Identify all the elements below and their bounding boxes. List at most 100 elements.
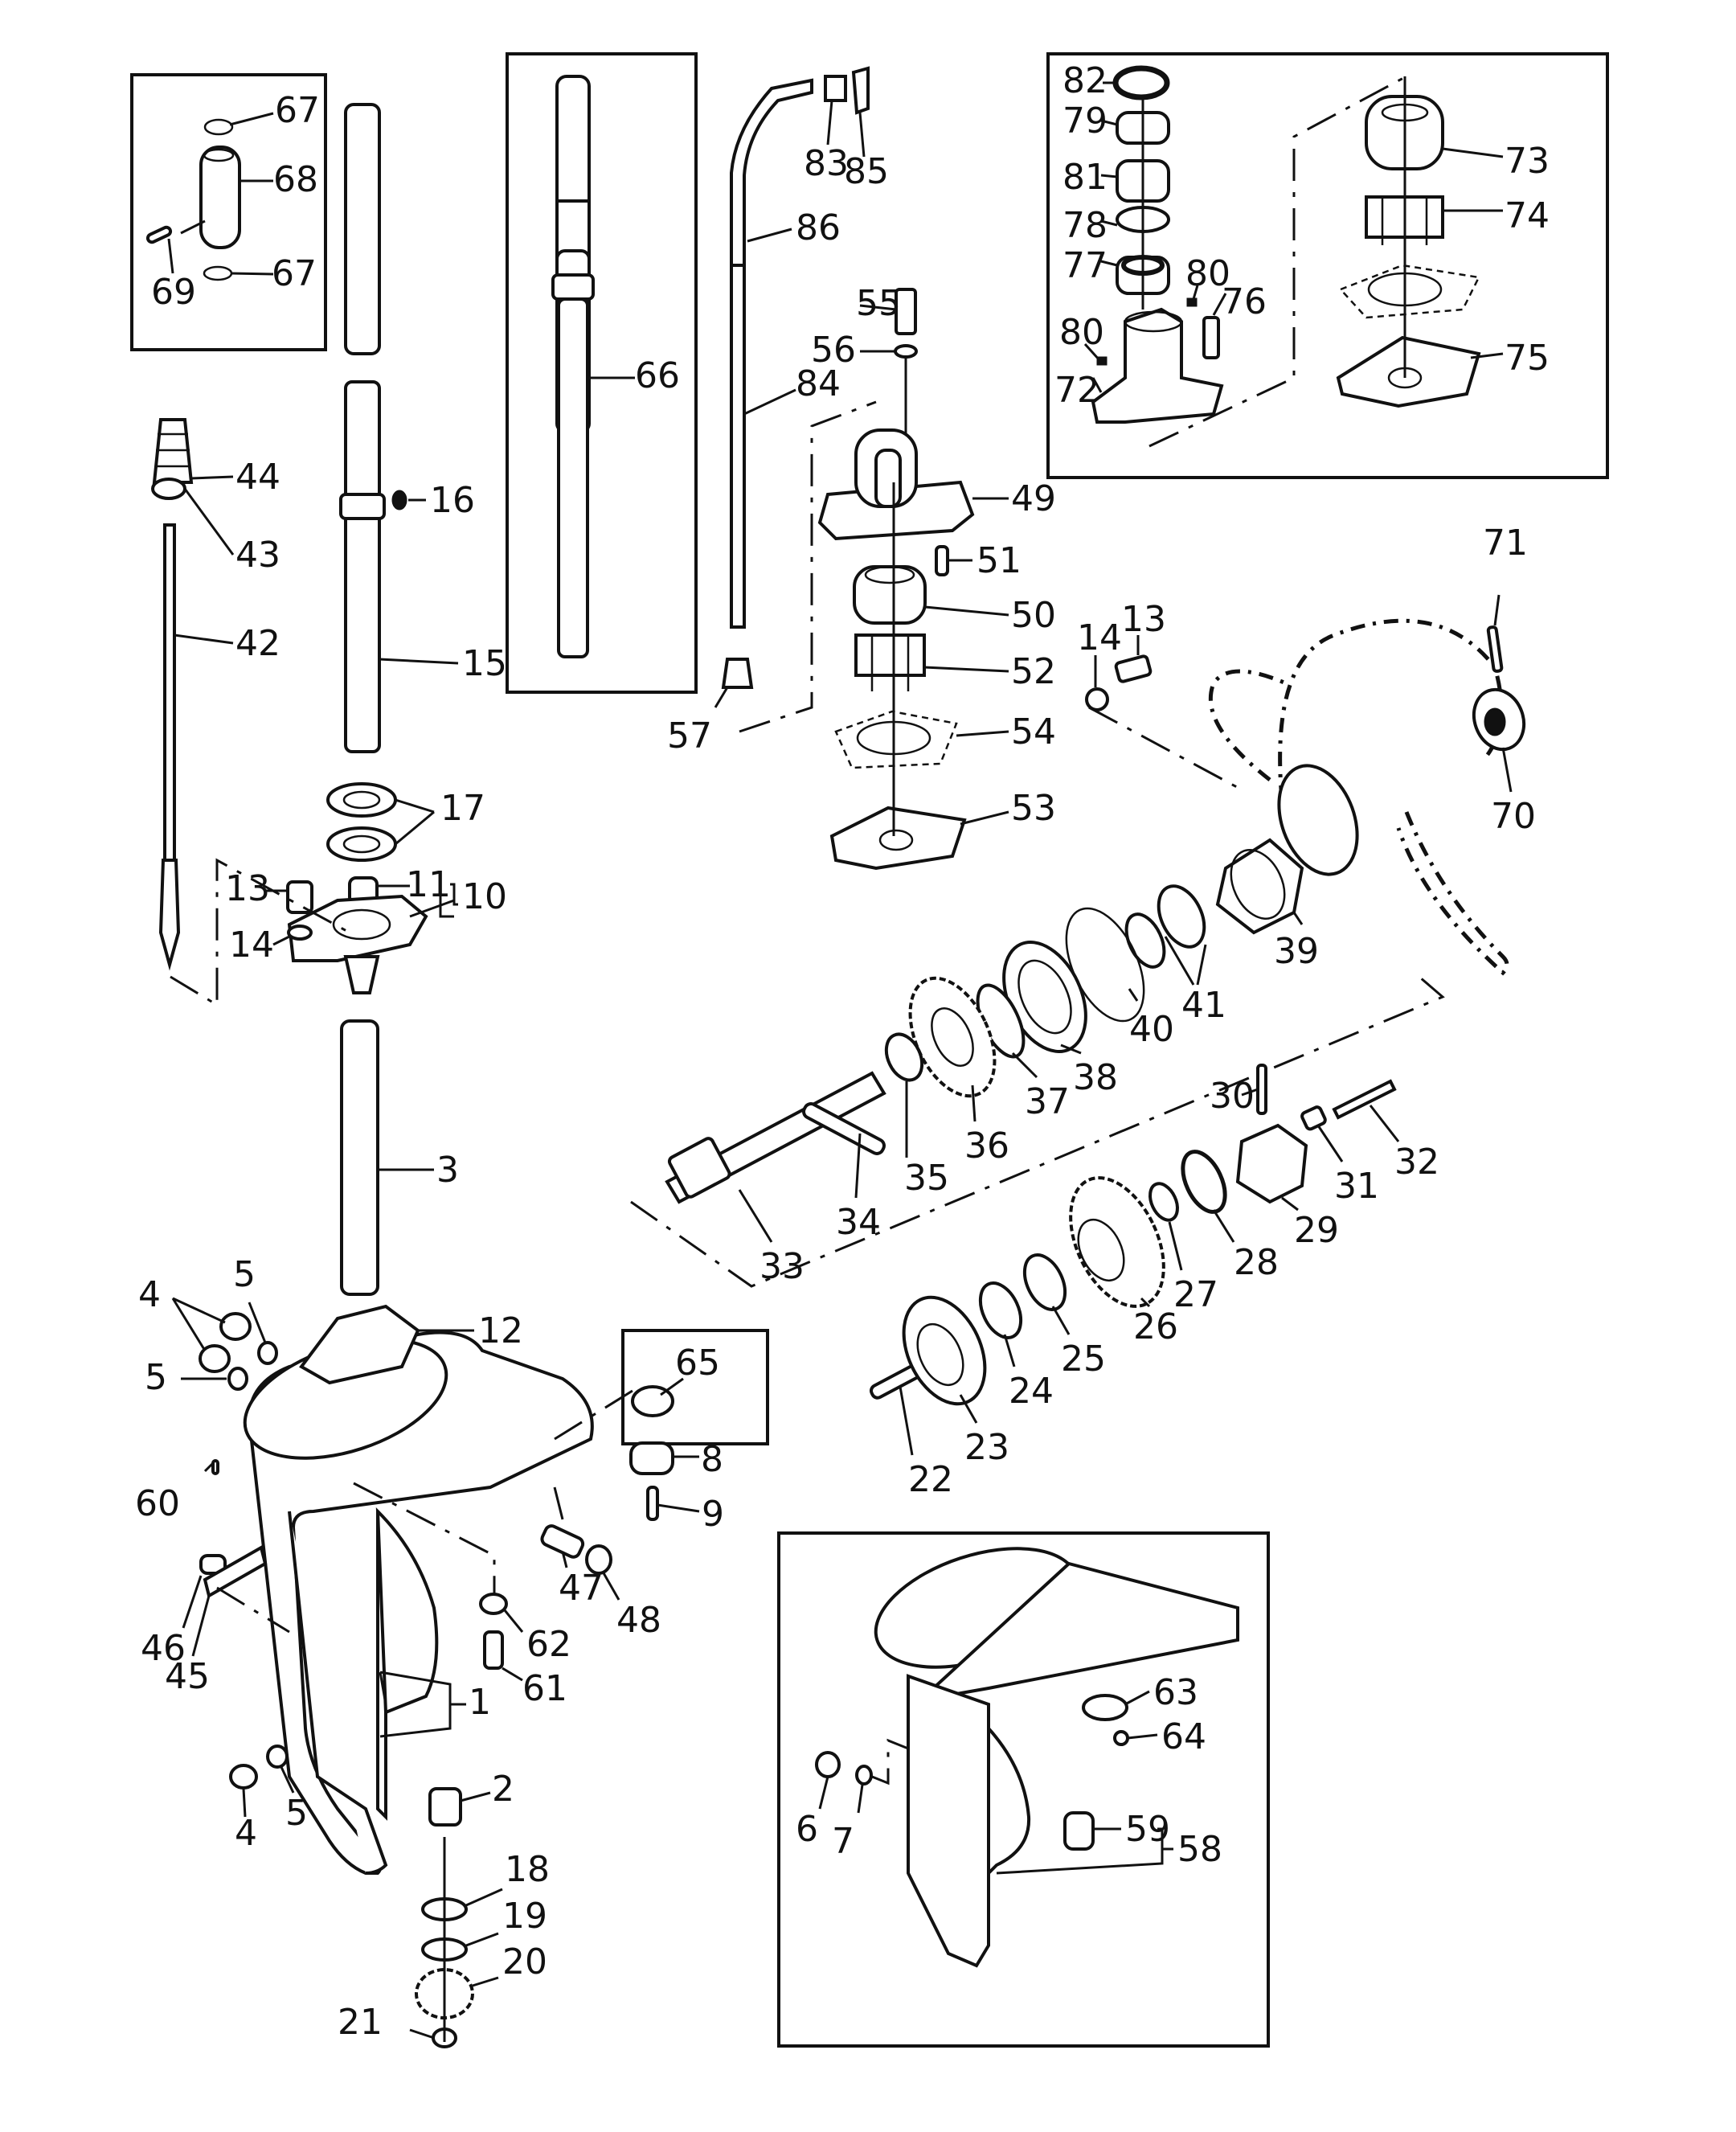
water-pump-group — [817, 288, 1009, 871]
part-80-pin-b — [1096, 356, 1108, 366]
part-34-pin — [802, 1102, 886, 1155]
leader-20 — [472, 1976, 499, 1987]
part-67-clip-top — [203, 118, 234, 136]
leader-7 — [857, 1784, 864, 1814]
part-42-shift-rod-tip — [158, 859, 181, 971]
callout-76: 76 — [1222, 281, 1267, 322]
callout-79: 79 — [1062, 100, 1108, 141]
callout-28: 28 — [1234, 1242, 1279, 1283]
callout-55: 55 — [856, 283, 901, 324]
part-85-plate — [851, 66, 870, 115]
leader-54 — [956, 730, 1009, 737]
inset-box-shift-rod-joint — [130, 73, 327, 351]
callout-65: 65 — [675, 1343, 720, 1384]
callout-4b: 4 — [235, 1813, 257, 1854]
leader-64 — [1127, 1733, 1158, 1740]
leader-46 — [182, 1575, 203, 1629]
part-39-housing-bore — [1230, 849, 1286, 920]
callout-69: 69 — [151, 272, 196, 313]
callout-7: 7 — [832, 1821, 854, 1862]
part-66-collar — [551, 273, 595, 301]
leader-22 — [899, 1386, 914, 1456]
part-23-bearing — [902, 1295, 987, 1406]
callout-60: 60 — [135, 1483, 180, 1524]
callout-5b: 5 — [145, 1357, 167, 1398]
leader-6 — [818, 1776, 829, 1810]
part-52-impeller — [854, 633, 926, 677]
part-4-plug-b — [199, 1344, 231, 1373]
leader-75 — [1470, 352, 1504, 359]
leader-78 — [1100, 219, 1118, 227]
part-68-joint — [199, 146, 241, 249]
callout-3: 3 — [436, 1150, 459, 1191]
lower-case-group — [171, 1297, 620, 2048]
leader-10 — [409, 899, 455, 918]
propeller-blade-upper — [1278, 618, 1504, 801]
callout-81: 81 — [1062, 157, 1108, 198]
callout-42: 42 — [235, 623, 280, 664]
part-55-bolt — [895, 288, 917, 335]
part-10-housing-neck — [343, 955, 380, 994]
part-72-housing-bore — [1124, 310, 1183, 333]
callout-37: 37 — [1025, 1081, 1070, 1122]
callout-75: 75 — [1505, 338, 1550, 379]
part-33-spline — [667, 1137, 731, 1199]
callout-25: 25 — [1061, 1339, 1106, 1380]
shift-rod-joint-group — [145, 112, 274, 281]
part-36-gear-hub — [931, 1007, 974, 1067]
leader-86 — [747, 228, 792, 243]
propeller-blade-left — [1208, 669, 1287, 781]
part-14-washer — [287, 925, 313, 941]
part-71-cotter-pin — [1486, 625, 1504, 673]
leader-70 — [1501, 747, 1513, 793]
callout-61: 61 — [522, 1668, 567, 1709]
part-9-bolt — [646, 1486, 659, 1521]
alt-case-leg — [907, 1674, 990, 1968]
inset-box-alt-drive-shaft — [506, 52, 698, 694]
callout-19: 19 — [502, 1896, 547, 1937]
part-31-plunger — [1300, 1105, 1327, 1131]
part-gasket-kit — [1338, 264, 1480, 319]
part-41-seal-a — [1157, 884, 1206, 949]
part-68-top-hole — [203, 148, 235, 162]
callout-84b: 85 — [844, 151, 889, 192]
assembly-line-kit — [1148, 75, 1407, 448]
leader-32 — [1369, 1105, 1400, 1142]
leader-28 — [1212, 1209, 1235, 1243]
leader-47 — [561, 1551, 568, 1568]
part-4-plug-a — [219, 1312, 252, 1341]
leader-55 — [859, 304, 897, 311]
callout-17: 17 — [440, 788, 485, 829]
alt-drive-shaft-group — [551, 75, 635, 658]
leader-26 — [1140, 1297, 1151, 1308]
alt-case-gear-housing — [987, 1724, 1031, 1877]
callout-83: 83 — [804, 143, 849, 184]
water-pump-kit-group — [1083, 65, 1504, 448]
callout-78: 78 — [1062, 205, 1108, 246]
part-59-bushing — [1063, 1811, 1095, 1851]
callout-49: 49 — [1011, 478, 1056, 519]
callout-56: 56 — [811, 330, 856, 371]
leader-24 — [1003, 1334, 1016, 1367]
bracket-10 — [439, 883, 458, 918]
part-drive-shaft-upper — [344, 103, 381, 355]
callout-58: 58 — [1177, 1829, 1222, 1870]
callout-53: 53 — [1011, 788, 1056, 829]
leader-5a — [248, 1302, 267, 1343]
assembly-line-anode — [216, 1586, 290, 1634]
leader-42 — [174, 633, 234, 645]
callout-38: 38 — [1073, 1057, 1118, 1098]
part-26-gear-hub — [1077, 1218, 1125, 1282]
leader-50 — [924, 605, 1009, 617]
part-84-pipe-lower — [730, 264, 746, 629]
callout-50: 50 — [1011, 595, 1056, 636]
propeller-blade-lower — [1396, 811, 1509, 976]
leader-53 — [960, 810, 1009, 826]
leader-37 — [1011, 1052, 1038, 1079]
callout-18: 18 — [505, 1849, 550, 1890]
part-43-grommet — [151, 478, 186, 500]
callout-14a: 14 — [229, 925, 274, 966]
callout-5c: 5 — [285, 1793, 308, 1834]
callout-40: 40 — [1129, 1009, 1174, 1050]
